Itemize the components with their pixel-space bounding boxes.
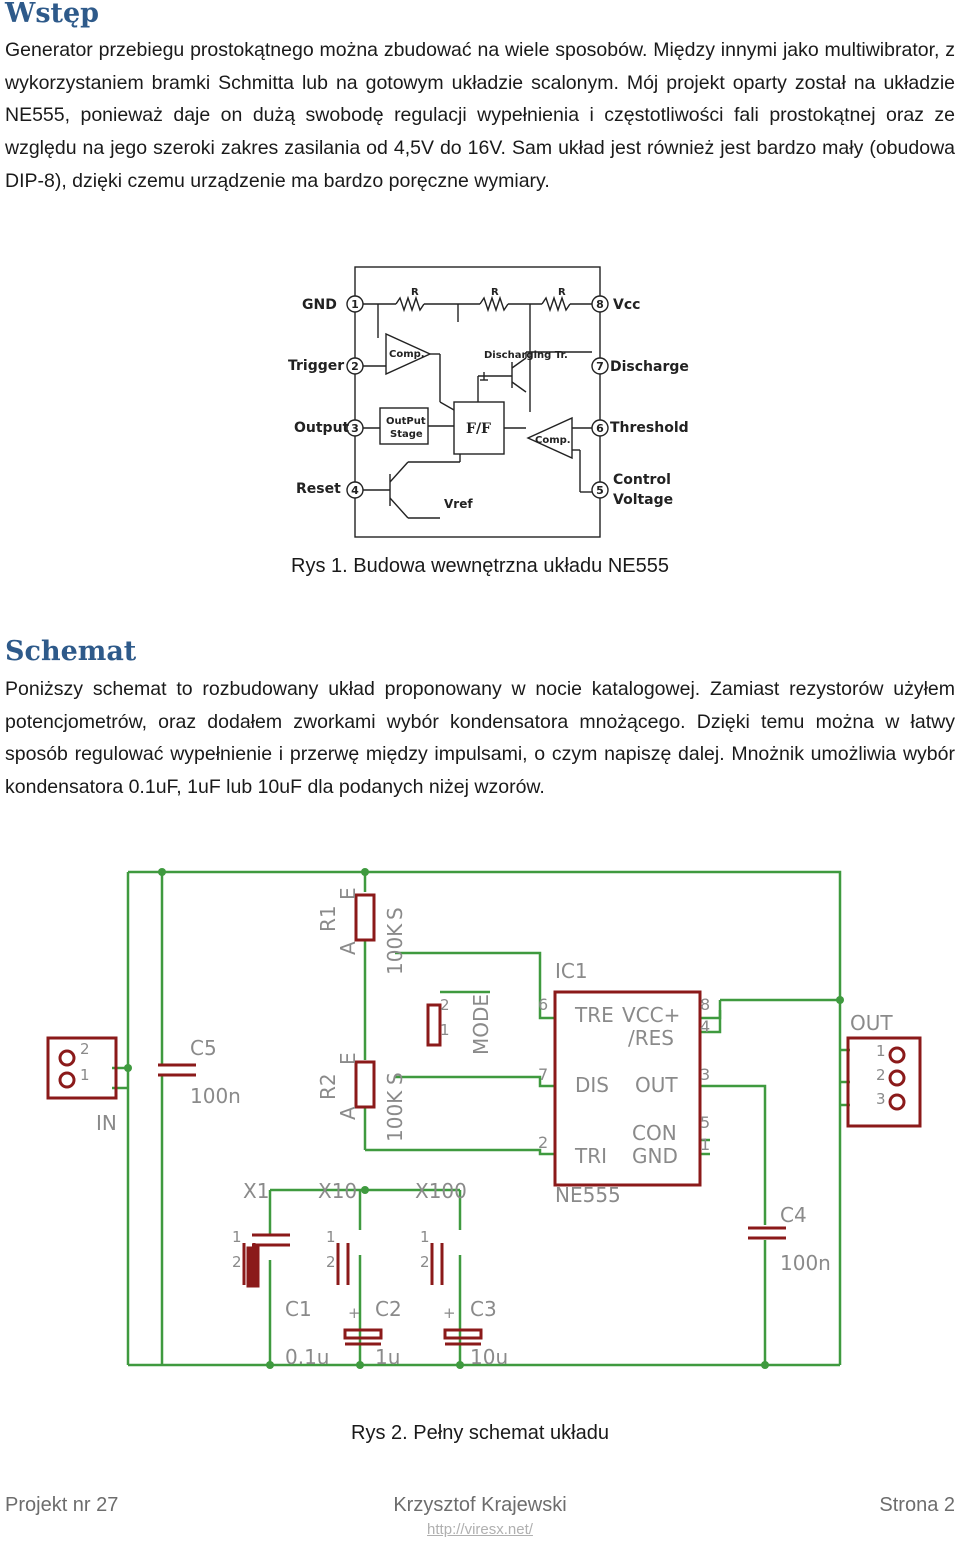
pin-number-5: 5 — [596, 484, 604, 497]
ic-pin-res: /RES — [628, 1026, 674, 1050]
pin-label-trigger: Trigger — [288, 358, 344, 374]
pin-number-4: 4 — [351, 484, 359, 497]
jumper-x10: X10 — [318, 1179, 357, 1203]
footer-author: Krzysztof Krajewski — [393, 1494, 567, 1516]
out-pin-2: 2 — [876, 1066, 886, 1084]
jx100-pin-2: 2 — [420, 1253, 430, 1271]
c2-plus: + — [348, 1304, 361, 1322]
jumper-x1: X1 — [243, 1179, 269, 1203]
schemat-paragraph: Poniższy schemat to rozbudowany układ pr… — [5, 678, 955, 799]
c3-plus: + — [443, 1304, 456, 1322]
r1-e: E — [336, 887, 360, 900]
pin-label-control: Control — [613, 472, 671, 488]
ic-pin-vcc: VCC+ — [622, 1003, 680, 1027]
r2-s: S — [383, 1072, 407, 1085]
ic-pin-gnd: GND — [632, 1144, 678, 1168]
r1-s: S — [383, 907, 407, 920]
full-circuit-schematic: IC1 NE555 TRE DIS TRI VCC+ /RES OUT CON … — [46, 868, 922, 1369]
pin-label-gnd: GND — [302, 297, 337, 313]
in-connector-label: IN — [96, 1111, 117, 1135]
footer-website-link[interactable]: http://viresx.net/ — [427, 1521, 533, 1538]
ic-pin-out: OUT — [635, 1073, 678, 1097]
discharging-label: Discharging Tr. — [484, 350, 568, 361]
output-stage-label-2: Stage — [390, 429, 423, 440]
pin-label-output: Output — [294, 420, 350, 436]
ic-name: IC1 — [555, 959, 588, 983]
flipflop-label: F/F — [466, 421, 491, 437]
r1-a: A — [336, 941, 360, 955]
intro-paragraph: Generator przebiegu prostokątnego można … — [5, 39, 955, 192]
in-pin-1: 1 — [80, 1066, 90, 1084]
ic-part: NE555 — [555, 1183, 621, 1207]
c5-name: C5 — [190, 1036, 217, 1060]
section-heading-schemat: Schemat — [5, 636, 137, 667]
figure1-caption: Rys 1. Budowa wewnętrzna układu NE555 — [291, 555, 669, 577]
jx10-pin-1: 1 — [326, 1228, 336, 1246]
pin-label-threshold: Threshold — [610, 420, 689, 436]
resistor-label-3: R — [558, 287, 566, 298]
ic-pin-num-6: 6 — [538, 995, 548, 1014]
r2-value: 100K — [383, 1090, 407, 1142]
ic-pin-num-7: 7 — [538, 1065, 548, 1084]
pin-number-3: 3 — [351, 422, 359, 435]
pin-label-reset: Reset — [296, 481, 341, 497]
output-stage-label-1: OutPut — [386, 416, 426, 427]
vref-label: Vref — [444, 497, 473, 511]
jx10-pin-2: 2 — [326, 1253, 336, 1271]
ic-pin-num-1: 1 — [700, 1135, 710, 1154]
comp-bottom-label: Comp. — [535, 435, 571, 446]
c3-value: 10u — [470, 1345, 508, 1369]
c4-name: C4 — [780, 1203, 807, 1227]
resistor-label-2: R — [491, 287, 499, 298]
jx1-pin-1: 1 — [232, 1228, 242, 1246]
pin-number-6: 6 — [596, 422, 604, 435]
footer-page-number: Strona 2 — [879, 1494, 955, 1516]
r1-value: 100K — [383, 923, 407, 975]
out-pin-3: 3 — [876, 1090, 886, 1108]
resistor-label-1: R — [411, 287, 419, 298]
c2-name: C2 — [375, 1297, 402, 1321]
ic-pin-tre: TRE — [574, 1003, 614, 1027]
out-connector-label: OUT — [850, 1011, 893, 1035]
c4-value: 100n — [780, 1251, 831, 1275]
ic-pin-con: CON — [632, 1121, 677, 1145]
out-pin-1: 1 — [876, 1042, 886, 1060]
jx100-pin-1: 1 — [420, 1228, 430, 1246]
c1-name: C1 — [285, 1297, 312, 1321]
jx1-pin-2: 2 — [232, 1253, 242, 1271]
c3-name: C3 — [470, 1297, 497, 1321]
r2-name: R2 — [316, 1073, 340, 1100]
ic-pin-dis: DIS — [575, 1073, 609, 1097]
pin-number-7: 7 — [596, 360, 604, 373]
mode-pin-2: 2 — [440, 996, 450, 1014]
pin-number-8: 8 — [596, 298, 604, 311]
ic-pin-num-8: 8 — [700, 995, 710, 1014]
ic-pin-num-2: 2 — [538, 1133, 548, 1152]
c1-value: 0.1u — [285, 1345, 329, 1369]
in-pin-2: 2 — [80, 1040, 90, 1058]
mode-label: MODE — [469, 994, 493, 1055]
mode-pin-1: 1 — [440, 1021, 450, 1039]
r2-e: E — [336, 1052, 360, 1065]
footer-project-number: Projekt nr 27 — [5, 1494, 119, 1516]
pin-number-1: 1 — [351, 298, 359, 311]
pin-number-2: 2 — [351, 360, 359, 373]
jumper-x100: X100 — [415, 1179, 467, 1203]
figure2-caption: Rys 2. Pełny schemat układu — [351, 1422, 609, 1444]
section-heading-wstep: Wstęp — [5, 0, 100, 29]
pin-label-vcc: Vcc — [613, 297, 640, 313]
ic-pin-tri: TRI — [574, 1144, 607, 1168]
ic-pin-num-4: 4 — [700, 1017, 710, 1036]
ic-pin-num-3: 3 — [700, 1065, 710, 1084]
ne555-block-diagram: 1 2 3 4 5 6 7 8 GND Trigger Output Reset… — [288, 266, 689, 538]
pin-label-discharge: Discharge — [610, 359, 689, 375]
r2-a: A — [336, 1106, 360, 1120]
comp-top-label: Comp. — [389, 349, 425, 360]
r1-name: R1 — [316, 905, 340, 932]
ic-pin-num-5: 5 — [700, 1113, 710, 1132]
c5-value: 100n — [190, 1084, 241, 1108]
c2-value: 1u — [375, 1345, 400, 1369]
pin-label-voltage: Voltage — [613, 492, 673, 508]
